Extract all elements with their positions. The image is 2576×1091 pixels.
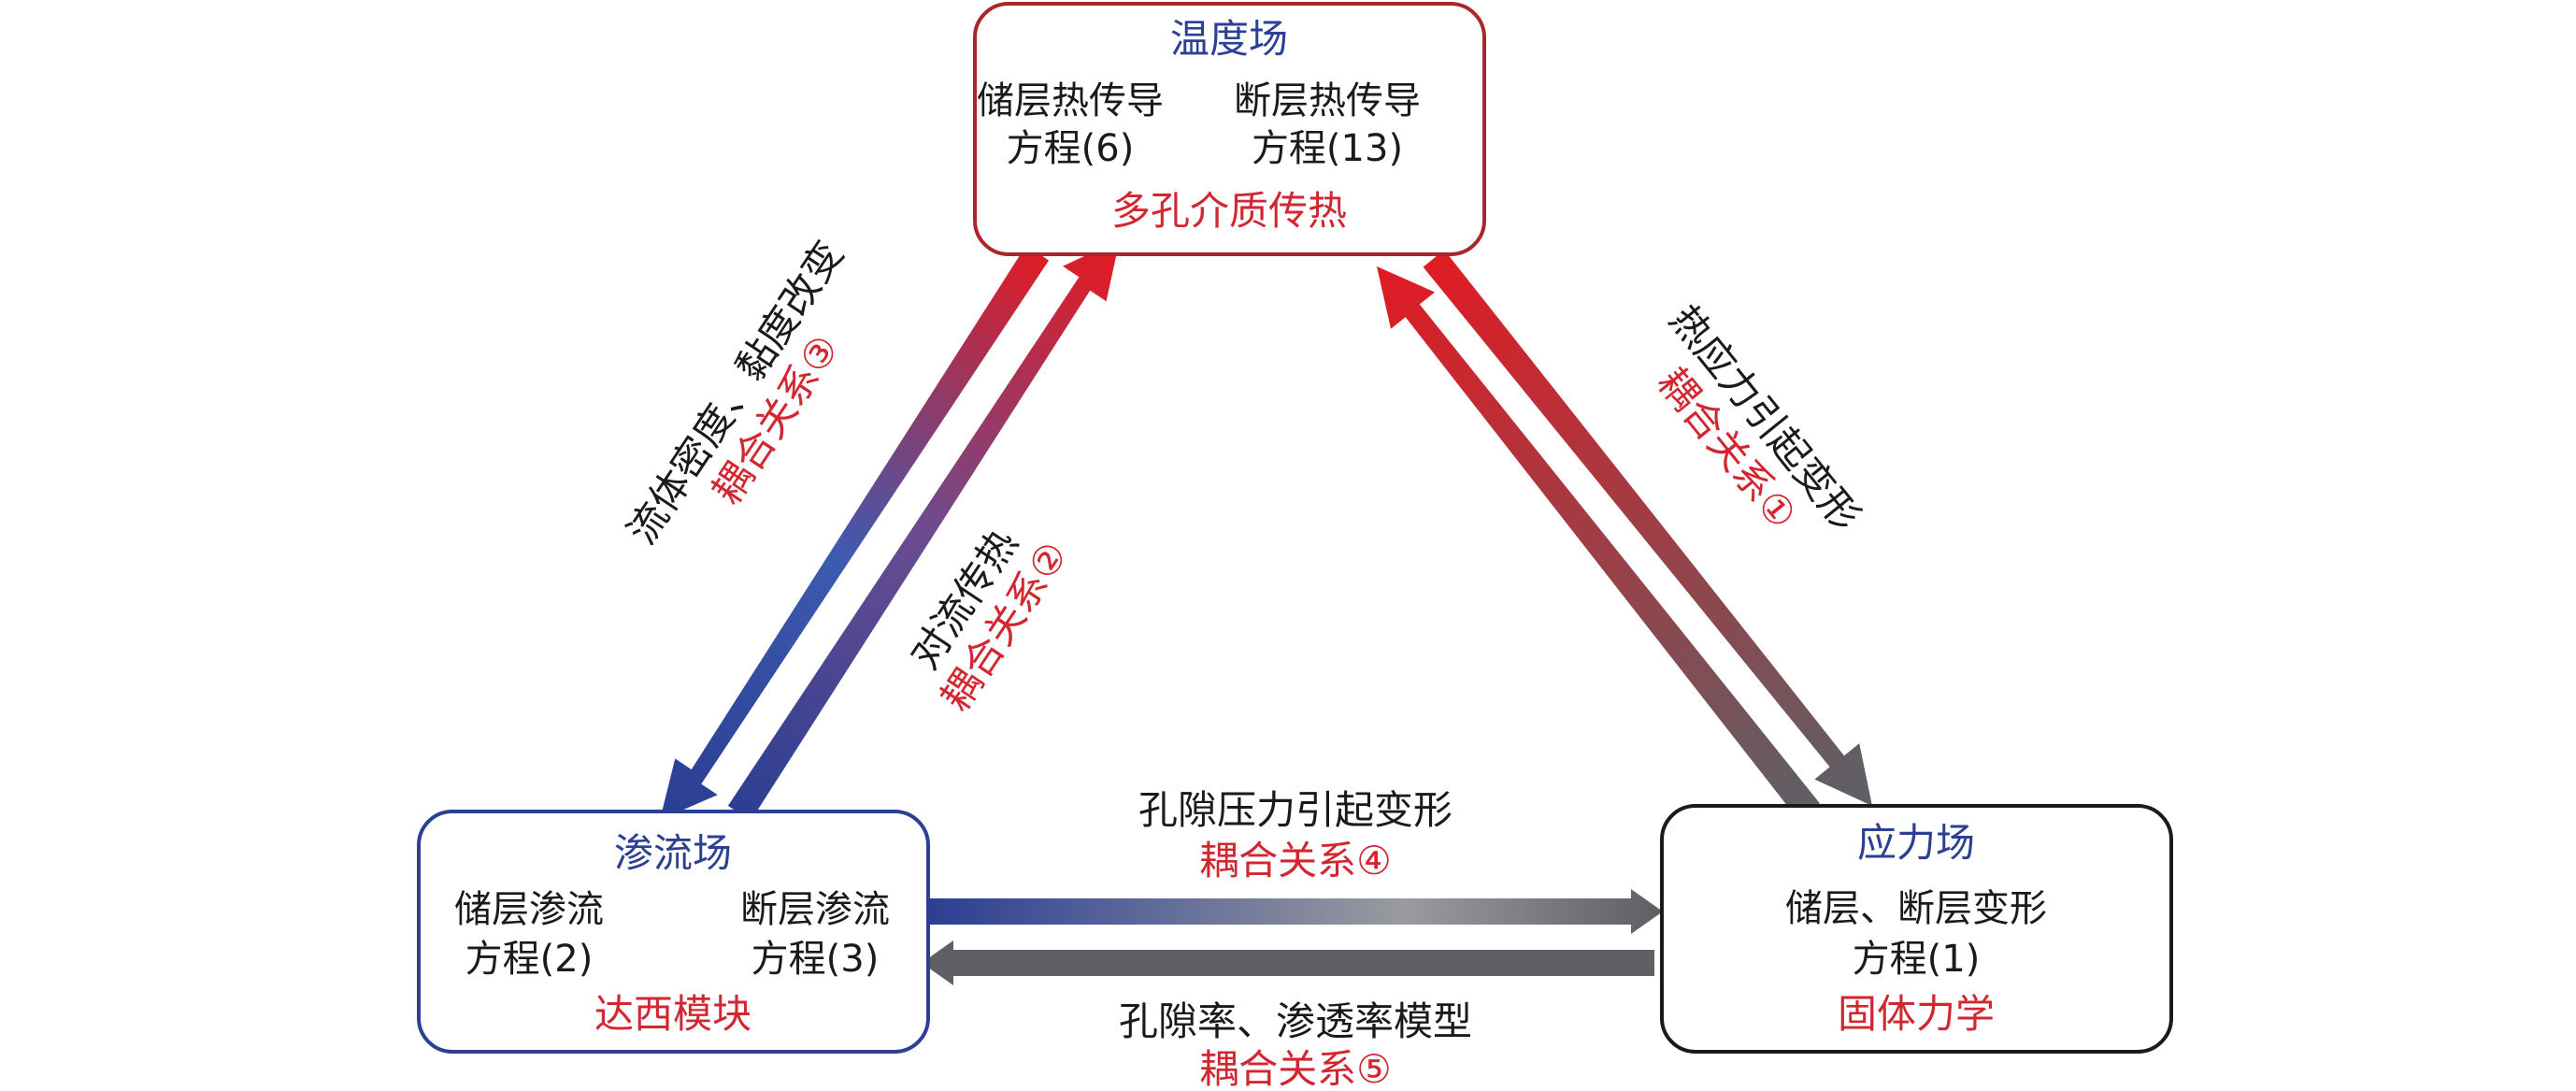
arrow-seepage-to-temperature xyxy=(727,239,1120,822)
stress-module: 固体力学 xyxy=(1838,991,1995,1037)
temperature-module: 多孔介质传热 xyxy=(1111,188,1347,234)
temperature-right-eq-line1: 断层热传导 xyxy=(1234,79,1421,122)
temperature-right-eq-line2: 方程(13) xyxy=(1252,127,1403,170)
temperature-field-node: 温度场 储层热传导 方程(6) 断层热传导 方程(13) 多孔介质传热 xyxy=(973,2,1486,256)
coupling-5-id: 耦合关系⑤ xyxy=(1199,1046,1392,1091)
arrow-temperature-to-stress xyxy=(1423,250,1872,806)
stress-eq-line2: 方程(1) xyxy=(1853,938,1981,981)
stress-eq-line1: 储层、断层变形 xyxy=(1785,887,2047,930)
seepage-right-eq-line1: 断层渗流 xyxy=(740,888,890,931)
seepage-left-eq-line2: 方程(2) xyxy=(465,938,594,981)
temperature-left-eq-line1: 储层热传导 xyxy=(977,79,1164,122)
arrow-temperature-to-seepage xyxy=(660,245,1050,820)
seepage-field-node: 渗流场 储层渗流 方程(2) 断层渗流 方程(3) 达西模块 xyxy=(417,810,930,1054)
arrow-stress-to-seepage xyxy=(922,940,1654,985)
stress-field-node: 应力场 储层、断层变形 方程(1) 固体力学 xyxy=(1660,804,2173,1054)
arrow-seepage-to-stress xyxy=(930,889,1663,934)
seepage-right-eq-line2: 方程(3) xyxy=(751,938,880,981)
seepage-module: 达西模块 xyxy=(594,991,751,1037)
coupling-5-label: 孔隙率、渗透率模型 xyxy=(1119,998,1472,1044)
temperature-title: 温度场 xyxy=(1170,16,1288,62)
arrow-stress-to-temperature xyxy=(1377,266,1820,821)
coupling-4-id: 耦合关系④ xyxy=(1199,838,1392,883)
stress-title: 应力场 xyxy=(1857,820,1975,866)
seepage-left-eq-line1: 储层渗流 xyxy=(454,888,604,931)
temperature-left-eq-line2: 方程(6) xyxy=(1007,127,1135,170)
seepage-title: 渗流场 xyxy=(614,830,732,876)
coupling-4-label: 孔隙压力引起变形 xyxy=(1138,787,1453,833)
